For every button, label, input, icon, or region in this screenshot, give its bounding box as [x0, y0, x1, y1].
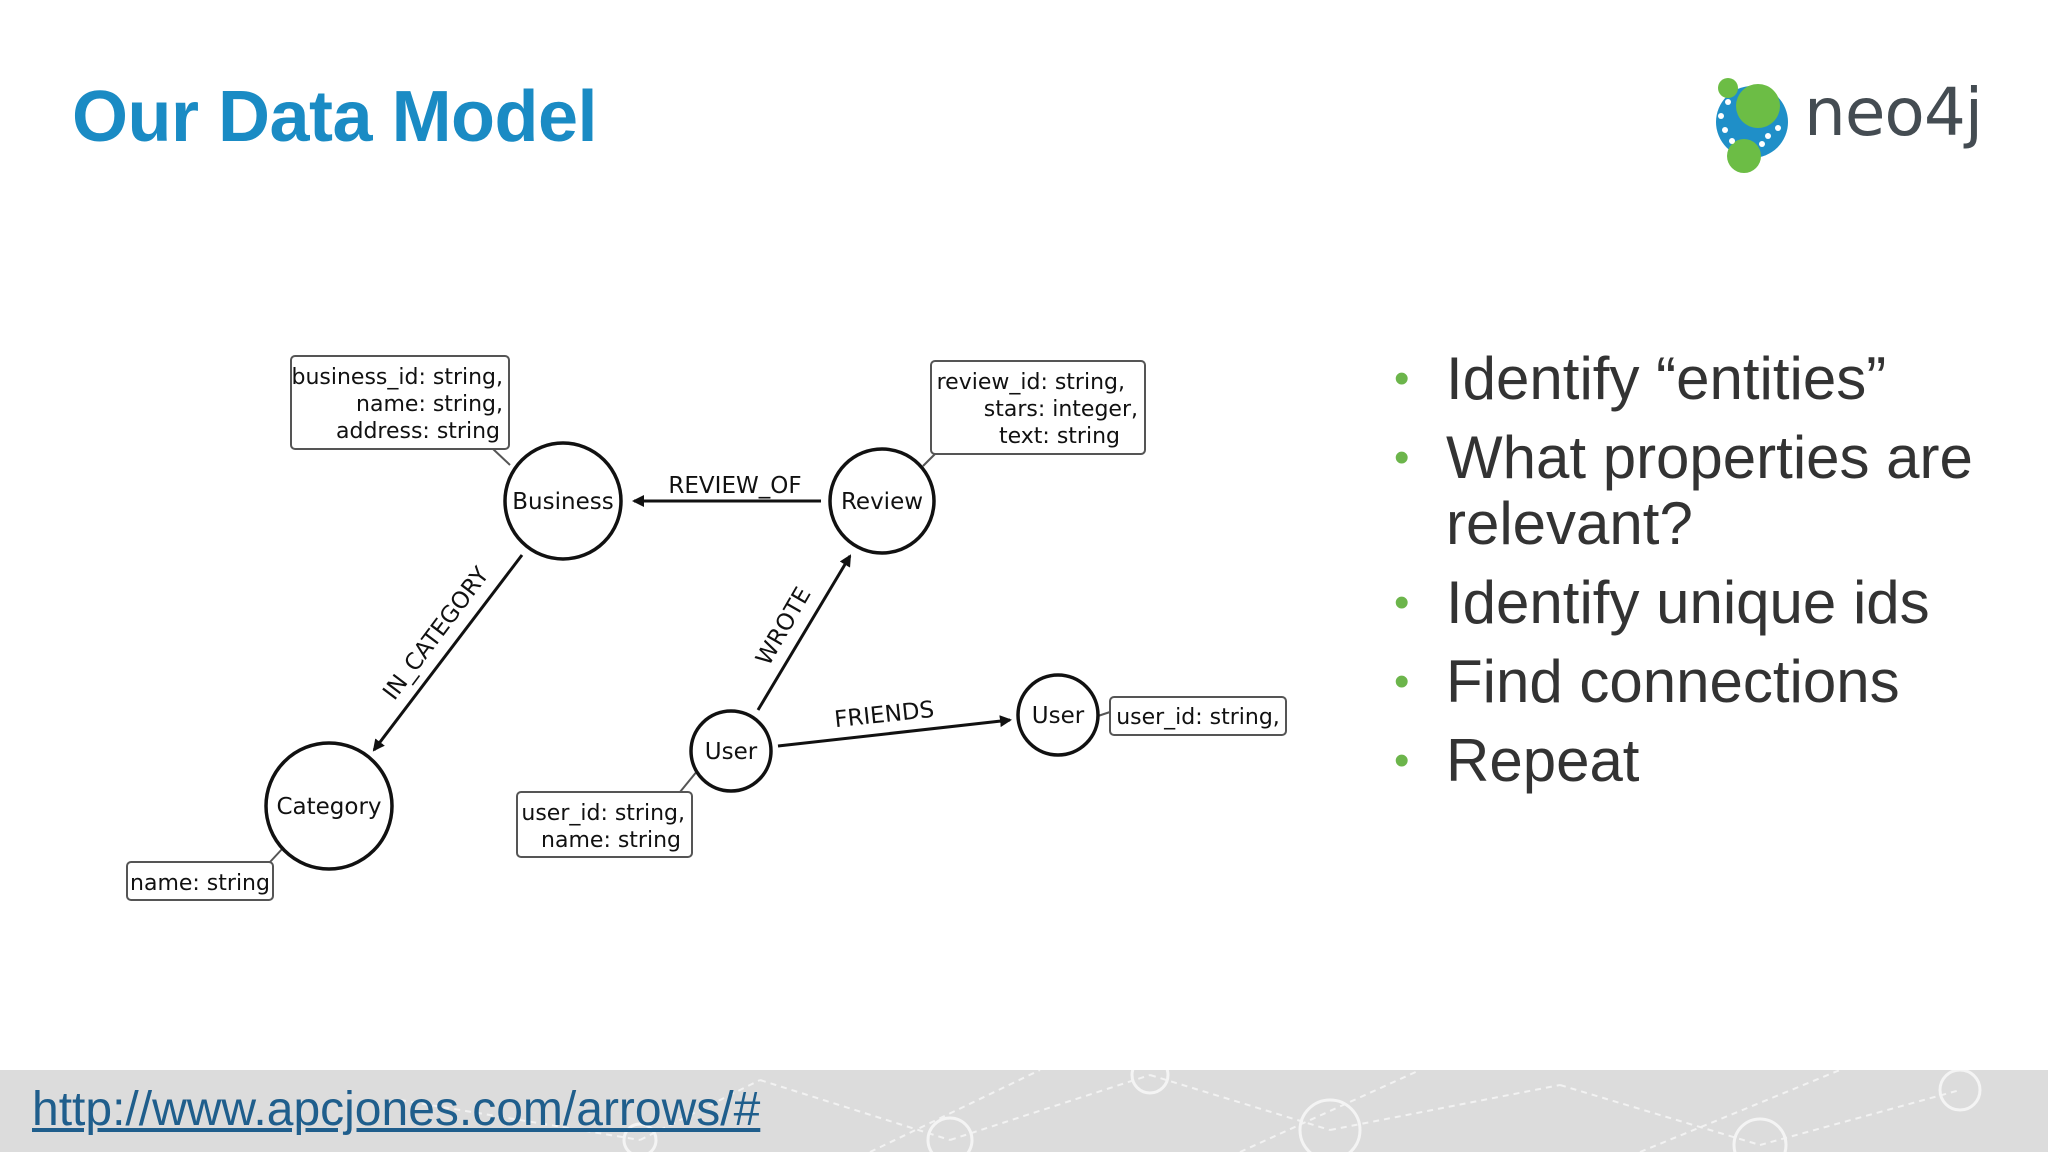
bullet-dot-icon: • [1394, 578, 1410, 627]
bullet-item: •Identify unique ids [1394, 569, 1930, 636]
user-right-prop-line: user_id: string, [1116, 705, 1280, 730]
user-right-node-label: User [1032, 703, 1085, 729]
user-right-properties: user_id: string, [1097, 696, 1287, 736]
category-prop-line: name: string [130, 871, 270, 896]
review-of-label: REVIEW_OF [668, 473, 801, 499]
business-node-label: Business [512, 489, 613, 515]
slide-title: Our Data Model [72, 77, 598, 157]
bullet-item: •Repeat [1394, 727, 1640, 794]
neo4j-logo-icon [1716, 78, 1788, 173]
friends-label: FRIENDS [833, 697, 935, 733]
bullet-item: •Find connections [1394, 648, 1900, 715]
footer-bar: http://www.apcjones.com/arrows/# [0, 1070, 2048, 1152]
category-node-label: Category [276, 794, 381, 820]
graph-network-decoration [399, 1070, 1982, 1152]
arrows-tool-link[interactable]: http://www.apcjones.com/arrows/# [32, 1083, 761, 1136]
review-node: Review [828, 447, 936, 555]
bullet-dot-icon: • [1394, 657, 1410, 706]
logo-text: neo4j [1804, 74, 1983, 151]
business-node: Business [503, 441, 623, 561]
business-prop-line: address: string [336, 419, 500, 444]
review-prop-line: review_id: string, [937, 370, 1125, 395]
bullet-list: •Identify “entities” •What properties ar… [1388, 346, 2028, 807]
user-center-node: User [689, 709, 773, 793]
user-right-node: User [1016, 673, 1100, 757]
in-category-label: IN_CATEGORY [378, 562, 495, 705]
bullet-dot-icon: • [1394, 354, 1410, 403]
data-model-diagram: REVIEW_OF IN_CATEGORY WROTE FRIENDS busi… [126, 355, 1287, 901]
user-center-prop-line: user_id: string, [521, 801, 685, 826]
business-prop-line: name: string, [356, 392, 503, 417]
category-properties: name: string [126, 847, 284, 901]
in-category-arrow [372, 554, 524, 752]
neo4j-logo: neo4j [1708, 70, 1988, 180]
business-properties: business_id: string, name: string, addre… [290, 355, 511, 466]
bullet-dot-icon: • [1394, 433, 1410, 482]
review-prop-line: text: string [999, 424, 1120, 449]
user-center-properties: user_id: string, name: string [516, 769, 699, 858]
wrote-arrow [756, 554, 852, 711]
review-prop-line: stars: integer, [984, 397, 1138, 422]
bullet-item: •Identify “entities” [1394, 345, 1887, 412]
user-center-node-label: User [705, 739, 758, 765]
category-node: Category [264, 741, 394, 871]
bullet-dot-icon: • [1394, 736, 1410, 785]
user-center-prop-line: name: string [541, 828, 681, 853]
review-properties: review_id: string, stars: integer, text:… [922, 360, 1146, 467]
friends-arrow [777, 715, 1012, 748]
business-prop-line: business_id: string, [291, 365, 503, 390]
review-node-label: Review [841, 489, 923, 515]
bullet-item: •What properties are relevant? [1394, 424, 1973, 557]
